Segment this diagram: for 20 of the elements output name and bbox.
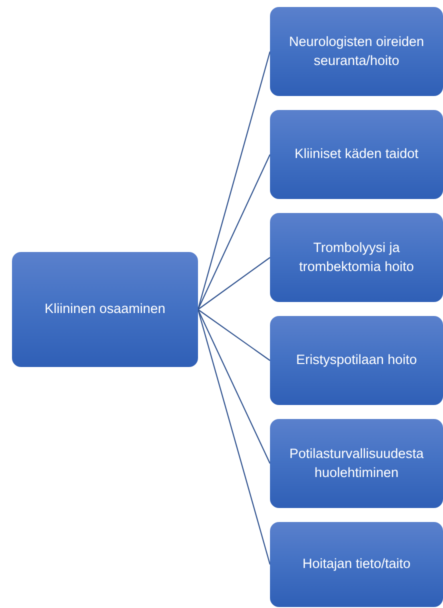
connector-line [198,257,270,310]
rounded-box [270,7,443,96]
rounded-box [270,316,443,405]
rounded-box [270,522,443,607]
connector-line [198,309,270,361]
box-label: Potilasturvallisuudesta huolehtiminen [288,445,425,482]
box-label: Hoitajan tieto/taito [302,555,411,574]
box-label: Trombolyysi ja trombektomia hoito [298,239,415,276]
connector-line [197,51,271,310]
connector-line [198,154,270,310]
rounded-box [270,213,443,302]
box-label: Kliiniset käden taidot [294,145,418,164]
connector-line [197,309,271,565]
rounded-box [270,110,443,199]
rounded-box [12,252,198,367]
rounded-box [270,419,443,508]
connector-line [198,309,270,464]
box-label: Kliininen osaaminen [44,300,166,318]
box-label: Neurologisten oireiden seuranta/hoito [288,33,426,70]
box-label: Eristyspotilaan hoito [296,351,417,370]
